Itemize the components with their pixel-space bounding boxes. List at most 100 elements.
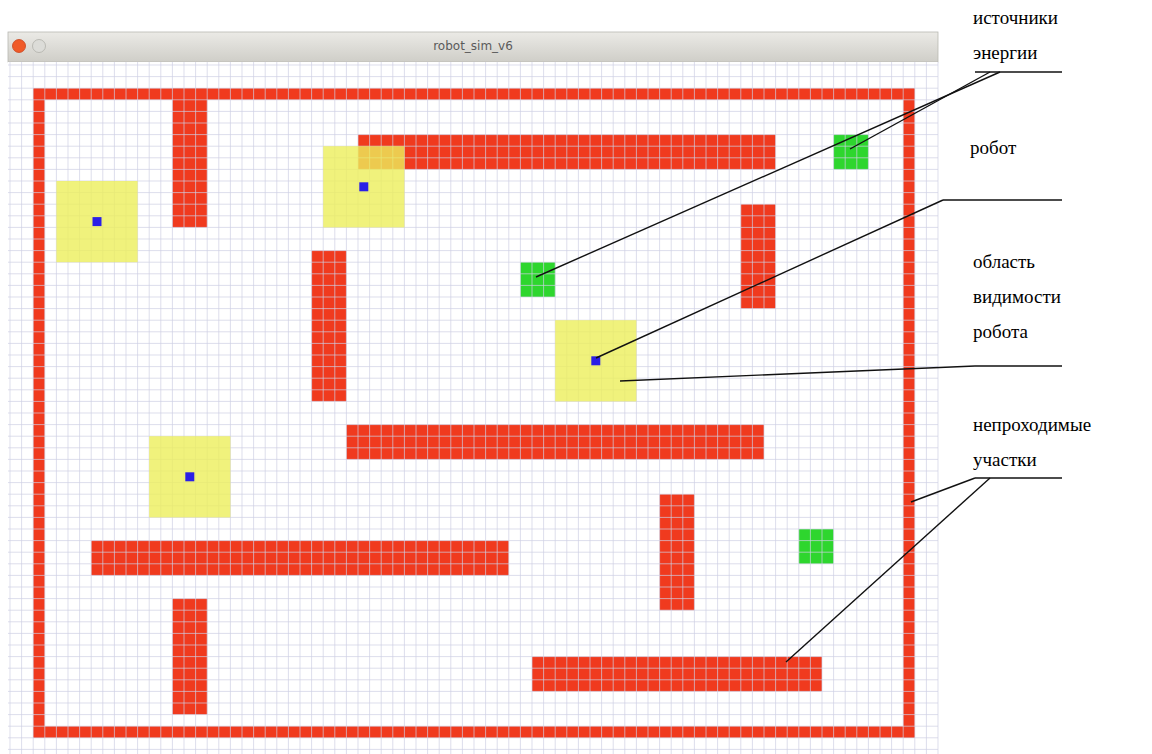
grid-line: [566, 62, 567, 754]
grid-line: [8, 343, 938, 344]
energy-source: [834, 135, 869, 170]
obstacle-block: [532, 657, 822, 692]
grid-line: [8, 355, 938, 356]
annotation-text: область видимости робота: [973, 244, 1095, 349]
grid-line: [44, 62, 45, 754]
grid-line: [8, 389, 938, 390]
grid-line: [8, 262, 938, 263]
grid-line: [532, 62, 533, 754]
leader-line: [911, 478, 975, 502]
grid-line: [242, 62, 243, 754]
grid-line: [8, 331, 938, 332]
grid-line: [8, 134, 938, 135]
grid-line: [8, 181, 938, 182]
grid-line: [56, 62, 57, 754]
leader-line: [975, 365, 1062, 366]
energy-source: [520, 262, 555, 297]
grid-line: [8, 726, 938, 727]
grid-line: [474, 62, 475, 754]
grid-line: [218, 62, 219, 754]
grid-line: [79, 62, 80, 754]
grid-line: [8, 563, 938, 564]
grid-line: [8, 157, 938, 158]
grid-line: [311, 62, 312, 754]
grid-line: [126, 62, 127, 754]
robot-marker: [591, 356, 600, 365]
grid-line: [497, 62, 498, 754]
grid-line: [938, 62, 939, 754]
grid-line: [8, 76, 938, 77]
grid-line: [8, 99, 938, 100]
grid-line: [8, 111, 938, 112]
grid-line: [856, 62, 857, 754]
grid-line: [682, 62, 683, 754]
grid-line: [276, 62, 277, 754]
grid-line: [10, 62, 11, 754]
robot-marker: [185, 472, 194, 481]
grid-line: [8, 123, 938, 124]
grid-line: [8, 215, 938, 216]
grid-line: [439, 62, 440, 754]
grid-line: [706, 62, 707, 754]
grid-line: [8, 552, 938, 553]
grid-line: [8, 737, 938, 738]
grid-line: [8, 656, 938, 657]
grid-line: [91, 62, 92, 754]
grid-line: [8, 517, 938, 518]
grid-line: [613, 62, 614, 754]
grid-line: [8, 575, 938, 576]
grid-line: [462, 62, 463, 754]
leader-line: [620, 366, 975, 381]
visibility-area: [555, 320, 636, 401]
grid-line: [8, 436, 938, 437]
grid-line: [694, 62, 695, 754]
grid-line: [8, 645, 938, 646]
grid-line: [8, 471, 938, 472]
grid-line: [8, 598, 938, 599]
grid-line: [636, 62, 637, 754]
grid-line: [160, 62, 161, 754]
grid-line: [68, 62, 69, 754]
grid-line: [729, 62, 730, 754]
grid-line: [8, 610, 938, 611]
grid-line: [8, 273, 938, 274]
grid-line: [137, 62, 138, 754]
leader-line: [975, 477, 1062, 478]
robots: [93, 182, 601, 481]
energy-source: [799, 529, 834, 564]
grid-line: [578, 62, 579, 754]
grid-line: [590, 62, 591, 754]
robot-marker: [93, 217, 102, 226]
grid-line: [8, 621, 938, 622]
grid-line: [172, 62, 173, 754]
grid-line: [671, 62, 672, 754]
grid-line: [8, 459, 938, 460]
grid-line: [230, 62, 231, 754]
grid-line: [8, 401, 938, 402]
grid-line: [8, 88, 938, 89]
grid-line: [8, 424, 938, 425]
window-title: robot_sim_v6: [373, 37, 573, 55]
grid-line: [659, 62, 660, 754]
grid-line: [8, 227, 938, 228]
minimize-button: [33, 40, 46, 53]
close-button: [13, 40, 26, 53]
leader-lines: [536, 72, 1062, 662]
grid-line: [775, 62, 776, 754]
grid-line: [8, 703, 938, 704]
grid-line: [8, 540, 938, 541]
grid-line: [8, 65, 938, 66]
grid-line: [508, 62, 509, 754]
robot-marker: [359, 182, 368, 191]
grid-line: [624, 62, 625, 754]
grid-line: [601, 62, 602, 754]
grid-line: [207, 62, 208, 754]
grid-line: [8, 169, 938, 170]
grid-line: [8, 239, 938, 240]
grid-line: [265, 62, 266, 754]
grid-line: [868, 62, 869, 754]
grid-line: [8, 482, 938, 483]
title-bar: [8, 32, 938, 62]
grid-line: [8, 146, 938, 147]
